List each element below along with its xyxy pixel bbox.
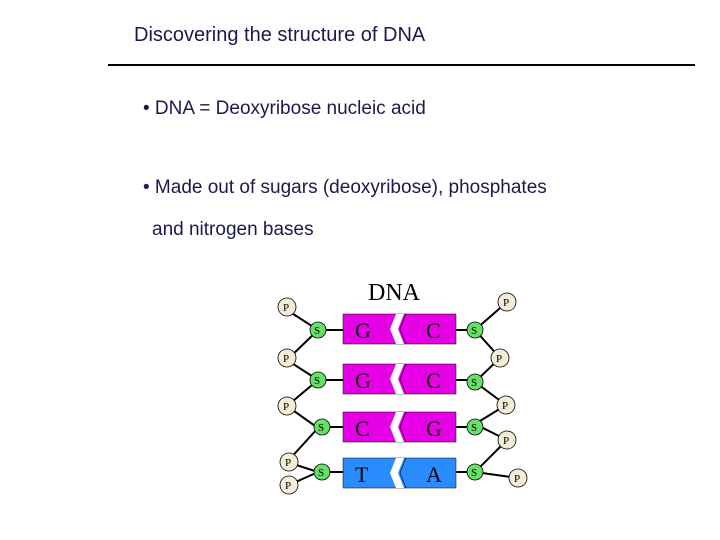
right-base-letter: G	[426, 416, 442, 441]
left-phosphate: P	[277, 297, 297, 317]
phosphate-label: P	[503, 435, 509, 447]
base-junction	[390, 314, 404, 344]
right-phosphate: P	[497, 430, 517, 450]
sugar-label: S	[314, 325, 320, 337]
left-base-letter: G	[355, 368, 371, 393]
sugar: S	[309, 371, 327, 389]
left-phosphate: P	[279, 452, 299, 472]
sugar: S	[466, 463, 484, 481]
right-base-block	[399, 457, 457, 489]
phosphate-label: P	[283, 401, 289, 413]
bullet-dna-definition: • DNA = Deoxyribose nucleic acid	[143, 98, 426, 119]
sugar: S	[309, 321, 327, 339]
sugar: S	[313, 418, 331, 436]
base-junction	[390, 412, 404, 442]
bullet-made-of-continued: and nitrogen bases	[152, 219, 314, 240]
sugar: S	[466, 418, 484, 436]
phosphate-label: P	[503, 297, 509, 309]
bullet-made-of: • Made out of sugars (deoxyribose), phos…	[143, 177, 547, 198]
base-junction	[390, 458, 404, 488]
right-phosphate: P	[508, 468, 528, 488]
slide-title: Discovering the structure of DNA	[134, 24, 426, 46]
right-base-block	[399, 411, 457, 443]
sugar-label: S	[471, 377, 477, 389]
right-phosphate: P	[496, 395, 516, 415]
left-base-letter: T	[355, 462, 369, 487]
sugar: S	[466, 373, 484, 391]
sugar: S	[313, 463, 331, 481]
left-base-letter: G	[355, 318, 371, 343]
phosphate-label: P	[514, 473, 520, 485]
sugar-label: S	[318, 422, 324, 434]
base-junction	[390, 364, 404, 394]
sugar: S	[466, 321, 484, 339]
left-base-letter: C	[355, 416, 370, 441]
sugars: S S S S S S S S	[309, 321, 484, 481]
sugar-label: S	[471, 467, 477, 479]
left-phosphate: P	[277, 348, 297, 368]
right-base-block	[399, 363, 457, 395]
left-phosphate: P	[277, 396, 297, 416]
sugar-label: S	[471, 325, 477, 337]
left-phosphate: P	[279, 475, 299, 495]
phosphate-label: P	[283, 353, 289, 365]
sugar-label: S	[471, 422, 477, 434]
phosphate-label: P	[285, 457, 291, 469]
phosphate-label: P	[496, 353, 502, 365]
right-phosphate: P	[490, 348, 510, 368]
right-base-letter: C	[426, 318, 441, 343]
phosphate-label: P	[285, 480, 291, 492]
sugar-label: S	[318, 467, 324, 479]
sugar-base-connectors	[324, 329, 468, 473]
right-phosphate: P	[497, 292, 517, 312]
title-underline	[108, 64, 695, 66]
right-base-letter: A	[426, 462, 442, 487]
phosphate-label: P	[283, 302, 289, 314]
diagram-title: DNA	[368, 280, 421, 306]
phosphate-label: P	[502, 400, 508, 412]
right-base-block	[399, 313, 457, 345]
right-base-letter: C	[426, 368, 441, 393]
sugar-label: S	[314, 375, 320, 387]
